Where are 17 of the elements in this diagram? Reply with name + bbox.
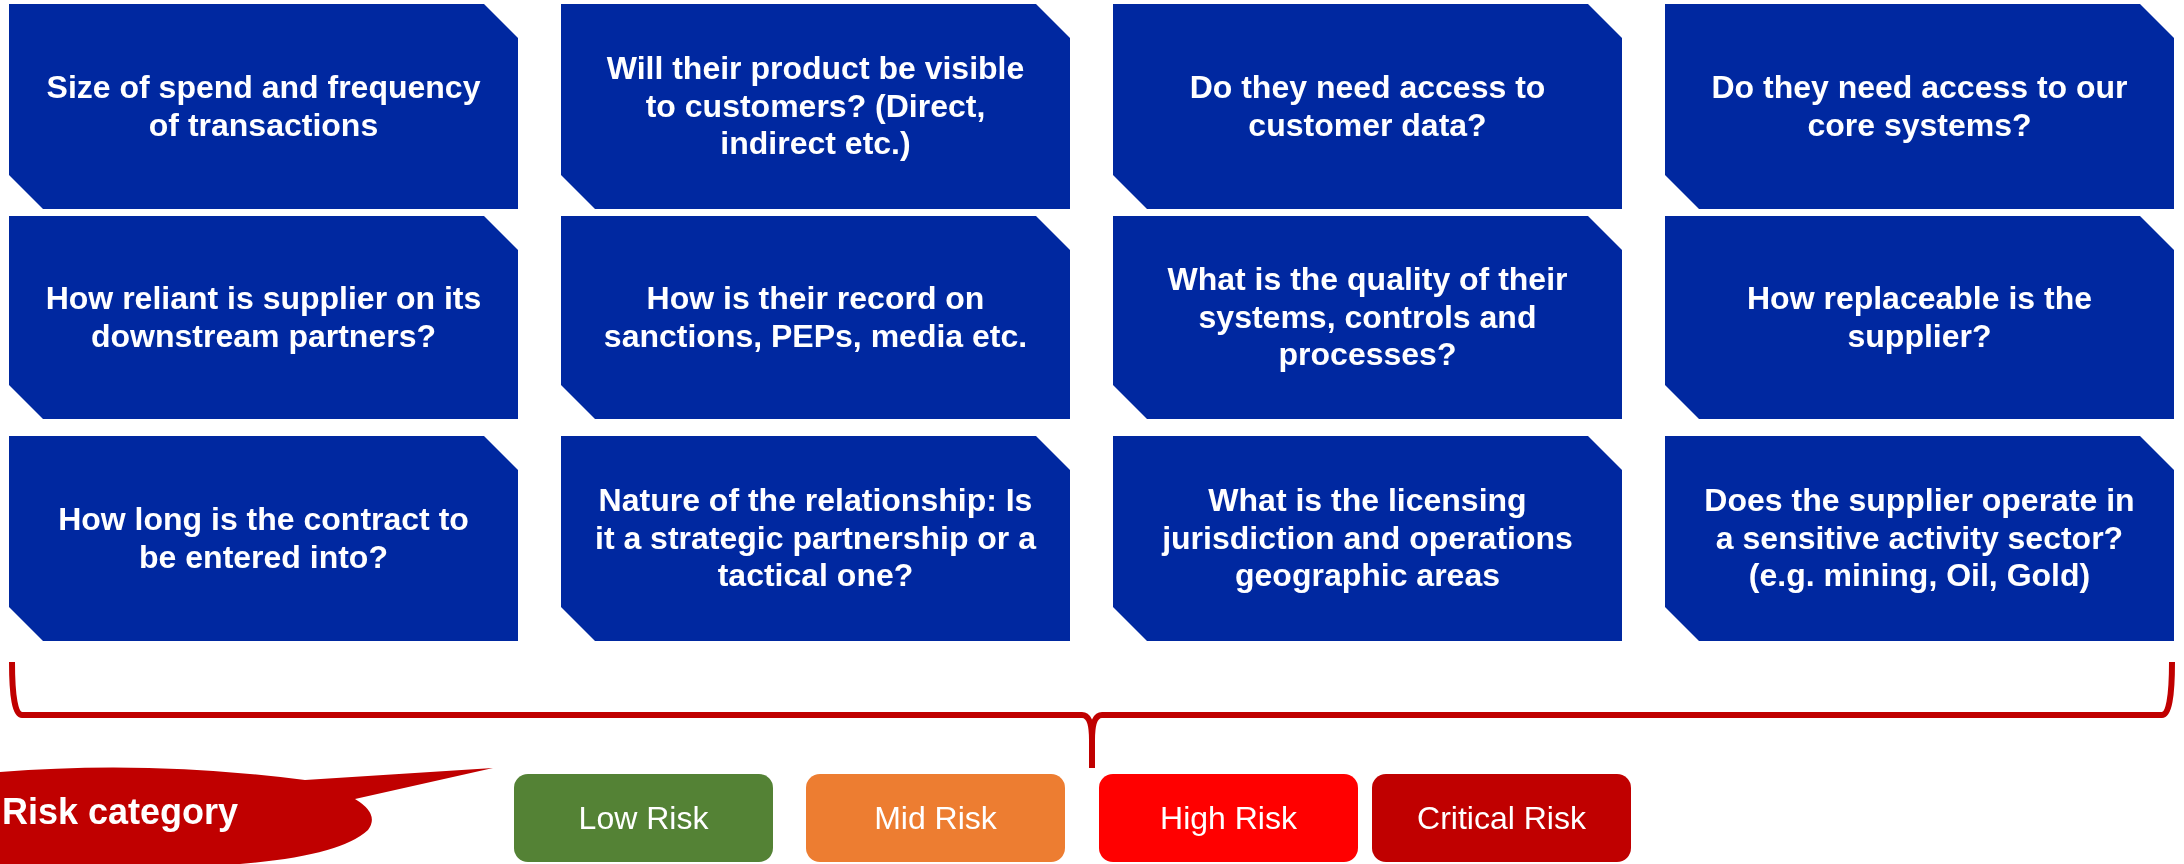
question-box: What is the quality of their systems, controls and processes? — [1113, 216, 1622, 419]
risk-level-chip: Low Risk — [514, 774, 773, 862]
question-box: How replaceable is the supplier? — [1665, 216, 2174, 419]
question-box: How reliant is supplier on its downstream partners? — [9, 216, 518, 419]
question-box: Nature of the relationship: Is it a strategic partnership or a tactical one? — [561, 436, 1070, 641]
question-box: Will their product be visible to customers? (Direct, indirect etc.) — [561, 4, 1070, 209]
question-box: Do they need access to our core systems? — [1665, 4, 2174, 209]
question-box: How long is the contract to be entered into? — [9, 436, 518, 641]
question-box: Size of spend and frequency of transactions — [9, 4, 518, 209]
question-box: Does the supplier operate in a sensitive activity sector? (e.g. mining, Oil, Gold) — [1665, 436, 2174, 641]
question-box: What is the licensing jurisdiction and operations geographic areas — [1113, 436, 1622, 641]
question-box: Do they need access to customer data? — [1113, 4, 1622, 209]
risk-level-chip: Critical Risk — [1372, 774, 1631, 862]
callout-text: Risk category — [2, 794, 239, 830]
question-box: How is their record on sanctions, PEPs, media etc. — [561, 216, 1070, 419]
risk-level-chip: Mid Risk — [806, 774, 1065, 862]
risk-level-chip: High Risk — [1099, 774, 1358, 862]
